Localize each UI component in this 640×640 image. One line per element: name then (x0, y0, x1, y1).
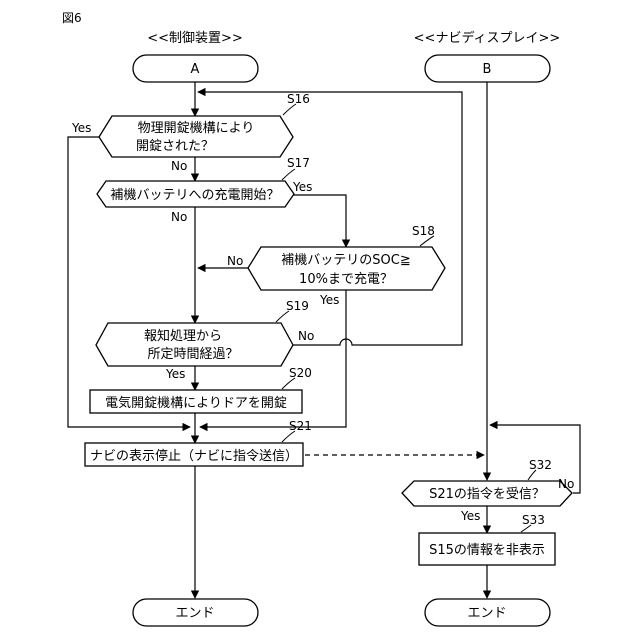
s16-step-id: S16 (287, 92, 310, 106)
s33-text: S15の情報を非表示 (429, 543, 545, 558)
s20-step-id: S20 (289, 366, 312, 380)
terminal-a-label: A (191, 62, 200, 77)
s18-text-line2: 10%まで充電？ (299, 271, 393, 287)
figure-label: 図6 (62, 11, 82, 25)
terminal-end-right-label: エンド (467, 606, 506, 621)
step-s16-decision: 物理開錠機構により 開錠された？ S16 (99, 92, 310, 157)
terminal-end-left: エンド (133, 599, 258, 626)
s17-text: 補機バッテリへの充電開始？ (110, 187, 279, 203)
s19-yes-label: Yes (165, 367, 185, 381)
s16-no-label: No (171, 159, 187, 173)
step-s21-process: ナビの表示停止（ナビに指令送信） S21 (85, 419, 312, 466)
step-s17-decision: 補機バッテリへの充電開始？ S17 (97, 156, 310, 207)
terminal-a: A (133, 55, 258, 82)
left-column-header: <<制御装置>> (147, 31, 243, 46)
s16-yes-label: Yes (71, 121, 91, 135)
step-s19-decision: 報知処理から 所定時間経過？ S19 (96, 299, 309, 366)
s32-yes-label: Yes (460, 509, 480, 523)
s21-step-id: S21 (289, 419, 312, 433)
s17-no-label: No (171, 210, 187, 224)
terminal-end-left-label: エンド (175, 606, 214, 621)
s18-no-label: No (227, 254, 243, 268)
s18-yes-label: Yes (319, 293, 339, 307)
terminal-b: B (425, 55, 550, 82)
s21-text: ナビの表示停止（ナビに指令送信） (90, 448, 298, 464)
s32-no-label: No (558, 477, 574, 491)
s33-step-id: S33 (522, 513, 545, 527)
s18-text-line1: 補機バッテリのSOC≧ (281, 253, 410, 268)
terminal-b-label: B (483, 62, 492, 77)
s32-step-id: S32 (529, 458, 552, 472)
s19-no-label: No (298, 329, 314, 343)
right-column-header: <<ナビディスプレイ>> (414, 30, 561, 46)
s18-step-id: S18 (412, 224, 435, 238)
s16-text-line2: 開錠された？ (136, 139, 214, 154)
s19-text-line1: 報知処理から (144, 328, 222, 344)
s32-text: S21の指令を受信？ (429, 487, 545, 502)
s20-text: 電気開錠機構によりドアを開錠 (105, 395, 287, 411)
s16-text-line1: 物理開錠機構により (138, 121, 255, 136)
s17-step-id: S17 (287, 156, 310, 170)
terminal-end-right: エンド (425, 599, 550, 626)
s19-step-id: S19 (286, 299, 309, 313)
step-s20-process: 電気開錠機構によりドアを開錠 S20 (90, 366, 312, 413)
s19-text-line2: 所定時間経過？ (147, 347, 238, 362)
s17-yes-label: Yes (292, 180, 312, 194)
